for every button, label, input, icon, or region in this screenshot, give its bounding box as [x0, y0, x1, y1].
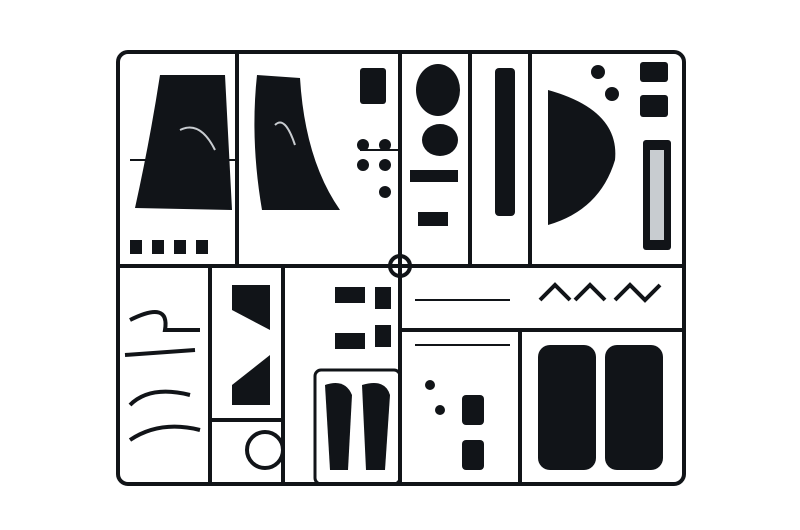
part-seat-back-2 — [362, 382, 390, 470]
part-bracket-2 — [418, 212, 448, 226]
side-panel-right — [254, 75, 340, 210]
sprue-tubes — [124, 282, 662, 470]
sprue-parts — [130, 62, 671, 470]
part-knob-2 — [605, 87, 619, 101]
part-oval-1 — [416, 64, 460, 116]
panel-highlight-left — [179, 126, 216, 151]
part-suspension-2 — [573, 282, 607, 302]
part-round-2 — [379, 139, 391, 151]
part-exhaust-1 — [129, 310, 200, 332]
part-peg-4 — [196, 240, 208, 254]
part-wedge-2 — [232, 355, 270, 405]
part-small-2 — [640, 62, 668, 82]
part-round-5 — [379, 186, 391, 198]
part-small-box — [360, 68, 386, 104]
sprue-gate-ring — [388, 254, 412, 278]
panel-highlight-right — [274, 121, 296, 146]
part-gauge-1 — [462, 395, 484, 425]
part-small-3 — [640, 95, 668, 117]
part-plate-3 — [335, 333, 365, 349]
part-dome — [548, 90, 616, 225]
sprue-runners — [116, 50, 686, 486]
part-round-4 — [379, 159, 391, 171]
part-seat-back-1 — [325, 382, 352, 470]
part-round-1 — [357, 139, 369, 151]
part-gauge-2 — [462, 440, 484, 470]
side-panel-left — [135, 75, 232, 210]
part-exhaust-2 — [124, 348, 196, 357]
part-suspension-1 — [538, 282, 572, 302]
part-long-bar — [495, 68, 515, 216]
part-grille-chrome — [650, 150, 664, 240]
part-peg-1 — [130, 240, 142, 254]
part-oval-2 — [422, 124, 458, 156]
part-knob-1 — [591, 65, 605, 79]
part-exhaust-4 — [128, 424, 201, 442]
part-steering-wheel — [245, 430, 285, 470]
part-round-3 — [357, 159, 369, 171]
part-wedge-1 — [232, 285, 270, 330]
part-plate-4 — [375, 325, 391, 347]
part-exhaust-3 — [128, 389, 191, 407]
part-plate-2 — [375, 287, 391, 309]
part-dot-2 — [425, 380, 435, 390]
runner-box — [313, 368, 402, 486]
part-plate-1 — [335, 287, 365, 303]
part-dot-1 — [435, 405, 445, 415]
part-peg-3 — [174, 240, 186, 254]
part-bracket-1 — [410, 170, 458, 182]
part-seat-right — [605, 345, 663, 470]
part-peg-2 — [152, 240, 164, 254]
part-seat-left — [538, 345, 596, 470]
part-suspension-3 — [613, 282, 662, 303]
